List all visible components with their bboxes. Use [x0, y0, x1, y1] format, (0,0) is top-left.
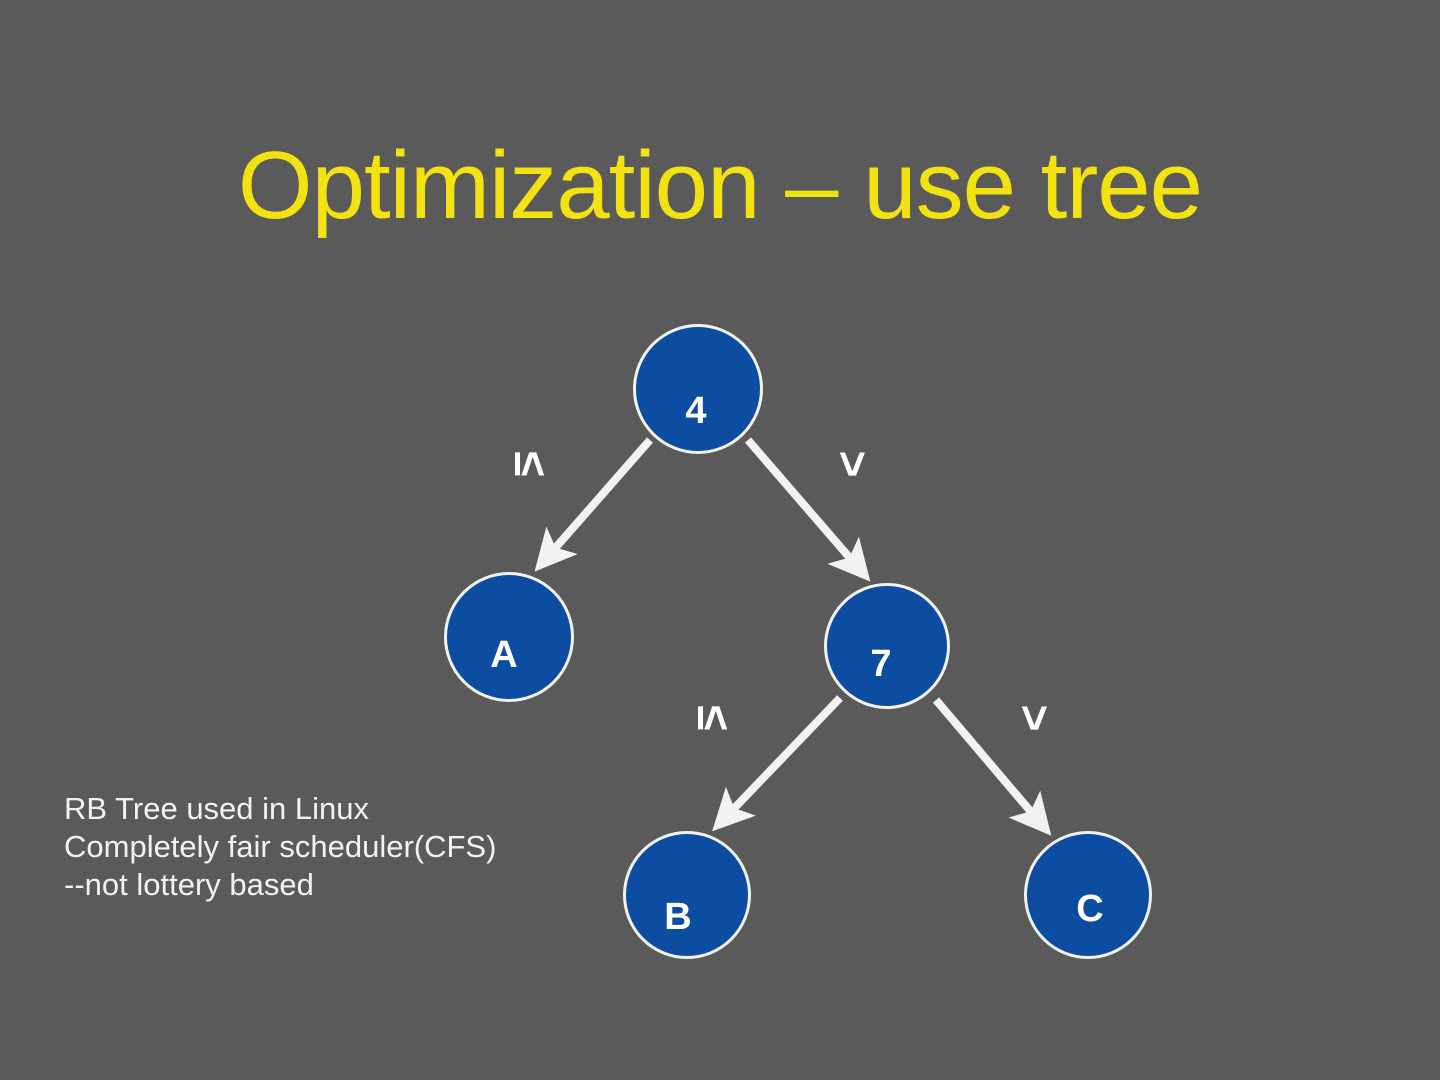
- tree-node-seven[interactable]: 7: [824, 583, 950, 709]
- tree-node-label: B: [664, 896, 692, 938]
- tree-node-root[interactable]: 4: [633, 324, 763, 454]
- notes-line-2: Completely fair scheduler(CFS): [64, 829, 497, 864]
- edge-root-to-a: [534, 437, 654, 572]
- tree-node-label: C: [1076, 888, 1104, 930]
- tree-node-label: 7: [870, 643, 892, 685]
- tree-node-a[interactable]: A: [444, 572, 574, 702]
- edge-root-to-seven: [744, 437, 871, 582]
- edge-label-seven-left: ≤: [688, 705, 740, 731]
- edge-seven-to-b: [712, 695, 843, 832]
- tree-node-c[interactable]: C: [1024, 831, 1152, 959]
- notes-line-3: --not lottery based: [64, 867, 314, 902]
- edge-label-root-left: ≤: [505, 451, 557, 477]
- tree-node-b[interactable]: B: [623, 831, 751, 959]
- page-title: Optimization – use tree: [237, 132, 1203, 239]
- notes-block: RB Tree used in Linux Completely fair sc…: [64, 790, 496, 904]
- edge-label-seven-right: >: [1009, 704, 1061, 732]
- edge-seven-to-c: [932, 697, 1052, 836]
- notes-line-1: RB Tree used in Linux: [64, 791, 370, 826]
- tree-node-label: 4: [685, 390, 707, 432]
- tree-node-label: A: [490, 634, 518, 676]
- edge-label-root-right: >: [827, 450, 879, 478]
